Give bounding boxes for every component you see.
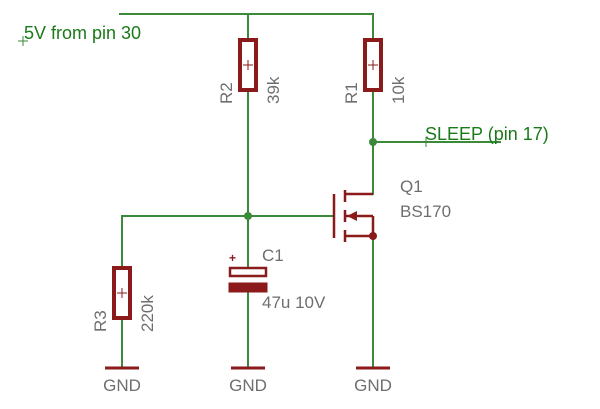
r3-value-label: 220k	[138, 295, 157, 332]
resistor-r3	[112, 266, 132, 320]
mosfet-source-dot	[369, 232, 377, 240]
c1-polarity-mark: +	[229, 251, 236, 265]
sleep-net-label: SLEEP (pin 17)	[425, 124, 549, 144]
mosfet-body-arrow	[347, 211, 357, 221]
mosfet-q1	[332, 190, 375, 242]
r2-value-label: 39k	[264, 76, 283, 104]
q1-value-label: BS170	[400, 202, 451, 221]
wires	[119, 13, 501, 369]
r1-value-label: 10k	[389, 76, 408, 104]
r1-name-label: R1	[342, 82, 361, 104]
resistor-r1	[363, 38, 383, 92]
r3-name-label: R3	[91, 310, 110, 332]
resistor-r2	[238, 38, 258, 92]
capacitor-c1	[228, 266, 268, 293]
junctions	[244, 138, 377, 220]
ground-label: GND	[103, 376, 141, 395]
ground-label: GND	[354, 376, 392, 395]
supply-net-label: 5V from pin 30	[24, 23, 141, 43]
c1-name-label: C1	[262, 246, 284, 265]
q1-name-label: Q1	[400, 177, 423, 196]
junction-dot-drain	[369, 138, 377, 146]
net-markers	[18, 36, 431, 147]
c1-value-label: 47u 10V	[262, 293, 326, 312]
r2-name-label: R2	[217, 82, 236, 104]
ground-label: GND	[229, 376, 267, 395]
junction-dot-gate	[244, 212, 252, 220]
